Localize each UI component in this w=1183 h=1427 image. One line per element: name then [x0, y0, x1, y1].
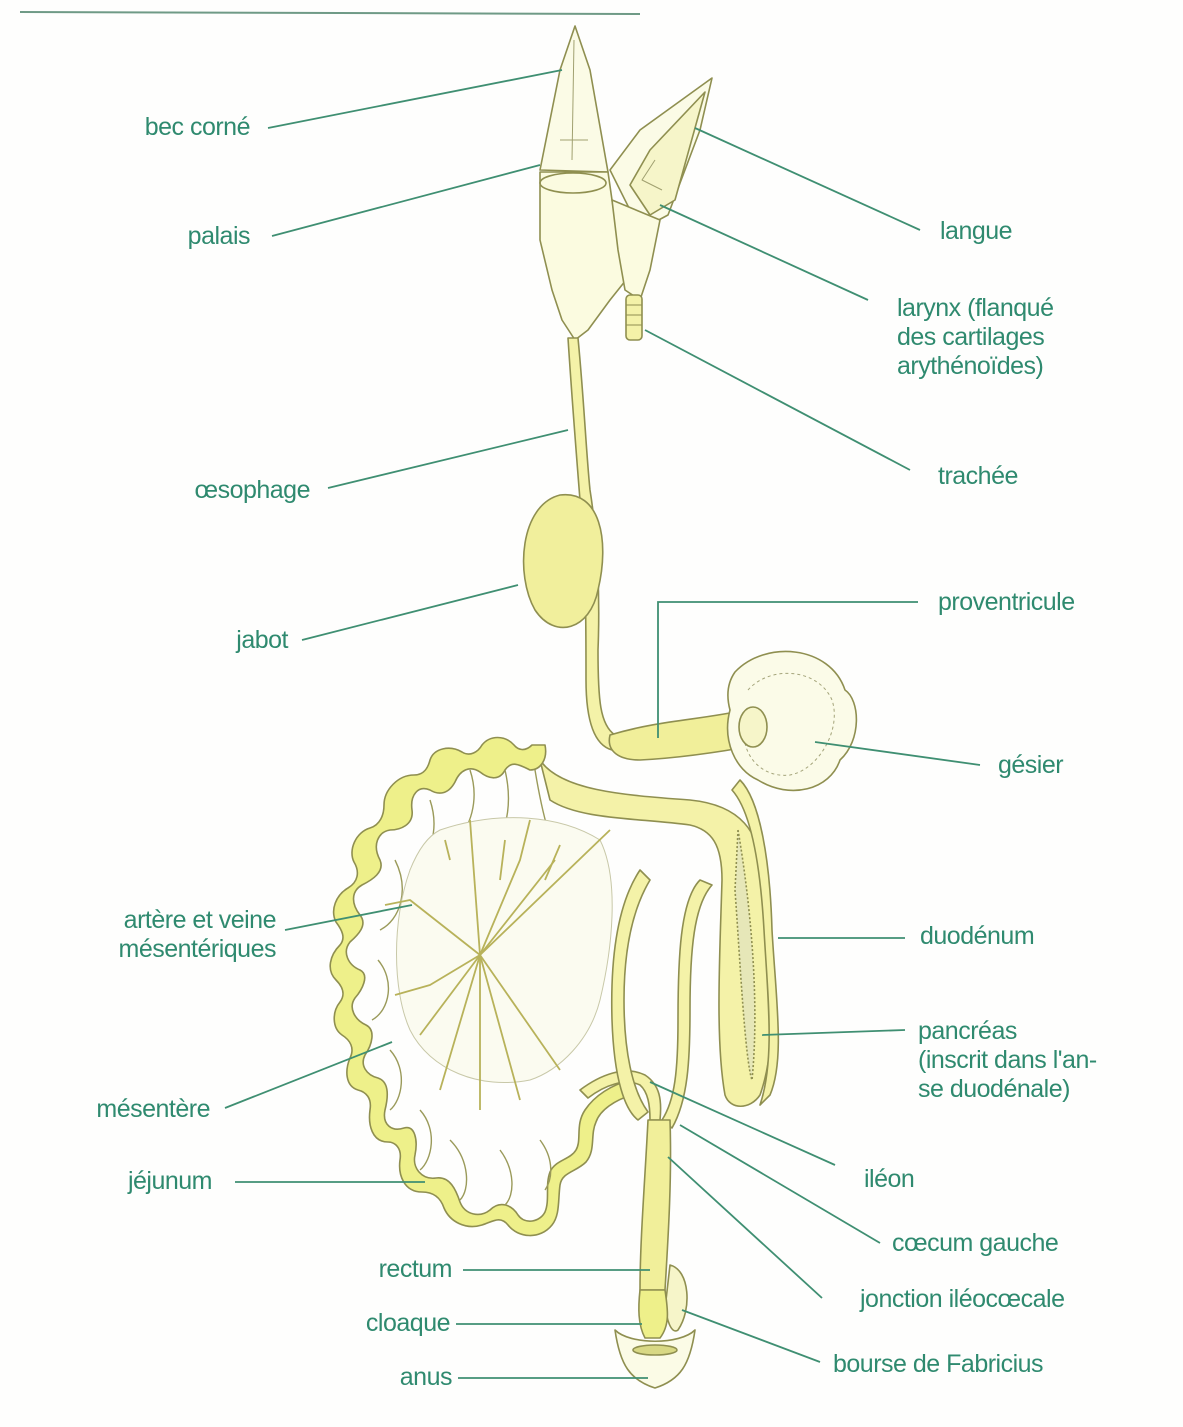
label-larynx-line-2: des cartilages — [897, 323, 1053, 352]
label-pancreas-line-1: pancréas — [918, 1017, 1097, 1046]
label-artere-line-1: artère et veine — [80, 906, 276, 935]
label-cloaque: cloaque — [330, 1309, 450, 1338]
label-mesentere: mésentère — [70, 1095, 210, 1124]
label-proventricule: proventricule — [938, 588, 1075, 617]
label-larynx-line-3: arythénoïdes) — [897, 352, 1053, 381]
crop — [524, 495, 603, 628]
label-trachee: trachée — [938, 462, 1018, 491]
label-jejunum: jéjunum — [70, 1167, 212, 1196]
label-jonction: jonction iléocœcale — [860, 1285, 1065, 1314]
label-duodenum: duodénum — [920, 922, 1034, 951]
palate — [540, 172, 630, 340]
cloaca — [639, 1290, 668, 1338]
label-pancreas: pancréas (inscrit dans l'an- se duodénal… — [918, 1017, 1097, 1104]
label-caecum-gauche: cœcum gauche — [892, 1229, 1058, 1258]
rectum — [640, 1120, 671, 1290]
label-pancreas-line-3: se duodénale) — [918, 1075, 1097, 1104]
label-langue: langue — [940, 217, 1012, 246]
label-bourse: bourse de Fabricius — [833, 1350, 1043, 1379]
label-pancreas-line-2: (inscrit dans l'an- — [918, 1046, 1097, 1075]
label-larynx: larynx (flanqué des cartilages arythénoï… — [897, 294, 1053, 381]
label-rectum: rectum — [330, 1255, 452, 1284]
label-palais: palais — [110, 222, 250, 251]
top-rule — [20, 12, 640, 14]
trachea — [626, 295, 642, 340]
label-jabot: jabot — [180, 626, 288, 655]
label-oesophage: œsophage — [150, 476, 310, 505]
label-ileon: iléon — [864, 1165, 914, 1194]
label-larynx-line-1: larynx (flanqué — [897, 294, 1053, 323]
label-artere-veine: artère et veine mésentériques — [80, 906, 276, 964]
label-artere-line-2: mésentériques — [80, 935, 276, 964]
label-gesier: gésier — [998, 751, 1063, 780]
label-anus: anus — [330, 1363, 452, 1392]
label-bec-corne: bec corné — [110, 113, 250, 142]
organs — [330, 26, 856, 1388]
bursa-fabricius — [666, 1265, 687, 1331]
